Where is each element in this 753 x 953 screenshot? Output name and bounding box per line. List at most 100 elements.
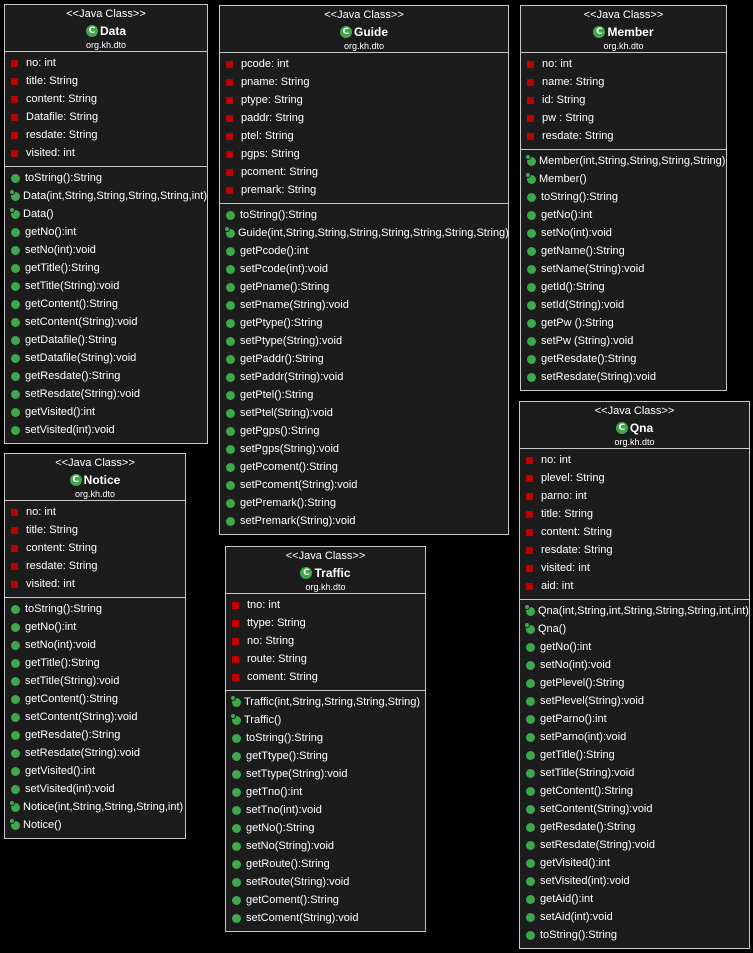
method-row[interactable]: setPw (String):void [521, 332, 726, 350]
method-row[interactable]: getPgps():String [220, 422, 508, 440]
field-row[interactable]: pw : String [521, 109, 726, 127]
method-row[interactable]: setPtel(String):void [220, 404, 508, 422]
method-row[interactable]: getResdate():String [5, 726, 185, 744]
method-row[interactable]: getResdate():String [521, 350, 726, 368]
method-row[interactable]: toString():String [226, 729, 425, 747]
field-row[interactable]: no: String [226, 632, 425, 650]
constructor-row[interactable]: Qna(int,String,int,String,String,String,… [520, 602, 749, 620]
field-row[interactable]: tno: int [226, 596, 425, 614]
constructor-row[interactable]: Member() [521, 170, 726, 188]
field-row[interactable]: pgps: String [220, 145, 508, 163]
field-row[interactable]: title: String [5, 521, 185, 539]
constructor-row[interactable]: Notice(int,String,String,String,int) [5, 798, 185, 816]
field-row[interactable]: no: int [5, 503, 185, 521]
method-row[interactable]: getNo():int [520, 638, 749, 656]
method-row[interactable]: setComent(String):void [226, 909, 425, 927]
field-row[interactable]: Datafile: String [5, 108, 207, 126]
field-row[interactable]: no: int [520, 451, 749, 469]
method-row[interactable]: getVisited():int [5, 403, 207, 421]
field-row[interactable]: resdate: String [520, 541, 749, 559]
method-row[interactable]: getDatafile():String [5, 331, 207, 349]
field-row[interactable]: visited: int [5, 144, 207, 162]
method-row[interactable]: getNo():int [521, 206, 726, 224]
method-row[interactable]: setTitle(String):void [520, 764, 749, 782]
field-row[interactable]: visited: int [520, 559, 749, 577]
method-row[interactable]: getResdate():String [520, 818, 749, 836]
method-row[interactable]: setTno(int):void [226, 801, 425, 819]
field-row[interactable]: ttype: String [226, 614, 425, 632]
field-row[interactable]: resdate: String [5, 126, 207, 144]
method-row[interactable]: setNo(int):void [5, 241, 207, 259]
method-row[interactable]: setTitle(String):void [5, 277, 207, 295]
method-row[interactable]: getContent():String [520, 782, 749, 800]
method-row[interactable]: getNo():int [5, 223, 207, 241]
method-row[interactable]: setContent(String):void [520, 800, 749, 818]
method-row[interactable]: setVisited(int):void [520, 872, 749, 890]
field-row[interactable]: content: String [520, 523, 749, 541]
method-row[interactable]: toString():String [5, 169, 207, 187]
field-row[interactable]: id: String [521, 91, 726, 109]
method-row[interactable]: setResdate(String):void [5, 385, 207, 403]
field-row[interactable]: pcoment: String [220, 163, 508, 181]
method-row[interactable]: getResdate():String [5, 367, 207, 385]
class-name[interactable]: Notice [83, 472, 121, 487]
field-row[interactable]: plevel: String [520, 469, 749, 487]
field-row[interactable]: title: String [520, 505, 749, 523]
method-row[interactable]: getTitle():String [5, 654, 185, 672]
method-row[interactable]: setPcoment(String):void [220, 476, 508, 494]
method-row[interactable]: getNo():int [5, 618, 185, 636]
constructor-row[interactable]: Notice() [5, 816, 185, 834]
method-row[interactable]: getNo():String [226, 819, 425, 837]
method-row[interactable]: getParno():int [520, 710, 749, 728]
field-row[interactable]: content: String [5, 90, 207, 108]
field-row[interactable]: ptype: String [220, 91, 508, 109]
field-row[interactable]: name: String [521, 73, 726, 91]
method-row[interactable]: setNo(String):void [226, 837, 425, 855]
class-name[interactable]: Qna [629, 420, 654, 435]
method-row[interactable]: getPname():String [220, 278, 508, 296]
method-row[interactable]: setPremark(String):void [220, 512, 508, 530]
method-row[interactable]: setPtype(String):void [220, 332, 508, 350]
method-row[interactable]: setRoute(String):void [226, 873, 425, 891]
method-row[interactable]: setContent(String):void [5, 708, 185, 726]
method-row[interactable]: setResdate(String):void [520, 836, 749, 854]
method-row[interactable]: getComent():String [226, 891, 425, 909]
method-row[interactable]: setPaddr(String):void [220, 368, 508, 386]
field-row[interactable]: content: String [5, 539, 185, 557]
method-row[interactable]: getContent():String [5, 690, 185, 708]
constructor-row[interactable]: Traffic(int,String,String,String,String) [226, 693, 425, 711]
method-row[interactable]: toString():String [521, 188, 726, 206]
method-row[interactable]: setParno(int):void [520, 728, 749, 746]
constructor-row[interactable]: Qna() [520, 620, 749, 638]
method-row[interactable]: getPaddr():String [220, 350, 508, 368]
field-row[interactable]: visited: int [5, 575, 185, 593]
method-row[interactable]: setResdate(String):void [5, 744, 185, 762]
method-row[interactable]: getPremark():String [220, 494, 508, 512]
field-row[interactable]: resdate: String [521, 127, 726, 145]
method-row[interactable]: setAid(int):void [520, 908, 749, 926]
method-row[interactable]: toString():String [520, 926, 749, 944]
field-row[interactable]: no: int [5, 54, 207, 72]
method-row[interactable]: toString():String [220, 206, 508, 224]
field-row[interactable]: pcode: int [220, 55, 508, 73]
method-row[interactable]: setNo(int):void [520, 656, 749, 674]
constructor-row[interactable]: Guide(int,String,String,String,String,St… [220, 224, 509, 242]
method-row[interactable]: setPcode(int):void [220, 260, 508, 278]
field-row[interactable]: parno: int [520, 487, 749, 505]
method-row[interactable]: getPw ():String [521, 314, 726, 332]
method-row[interactable]: getPcoment():String [220, 458, 508, 476]
method-row[interactable]: getTtype():String [226, 747, 425, 765]
method-row[interactable]: setVisited(int):void [5, 780, 185, 798]
constructor-row[interactable]: Data() [5, 205, 207, 223]
method-row[interactable]: getVisited():int [5, 762, 185, 780]
method-row[interactable]: toString():String [5, 600, 185, 618]
method-row[interactable]: setVisited(int):void [5, 421, 207, 439]
class-name[interactable]: Guide [353, 24, 388, 39]
method-row[interactable]: setPgps(String):void [220, 440, 508, 458]
method-row[interactable]: getPtype():String [220, 314, 508, 332]
